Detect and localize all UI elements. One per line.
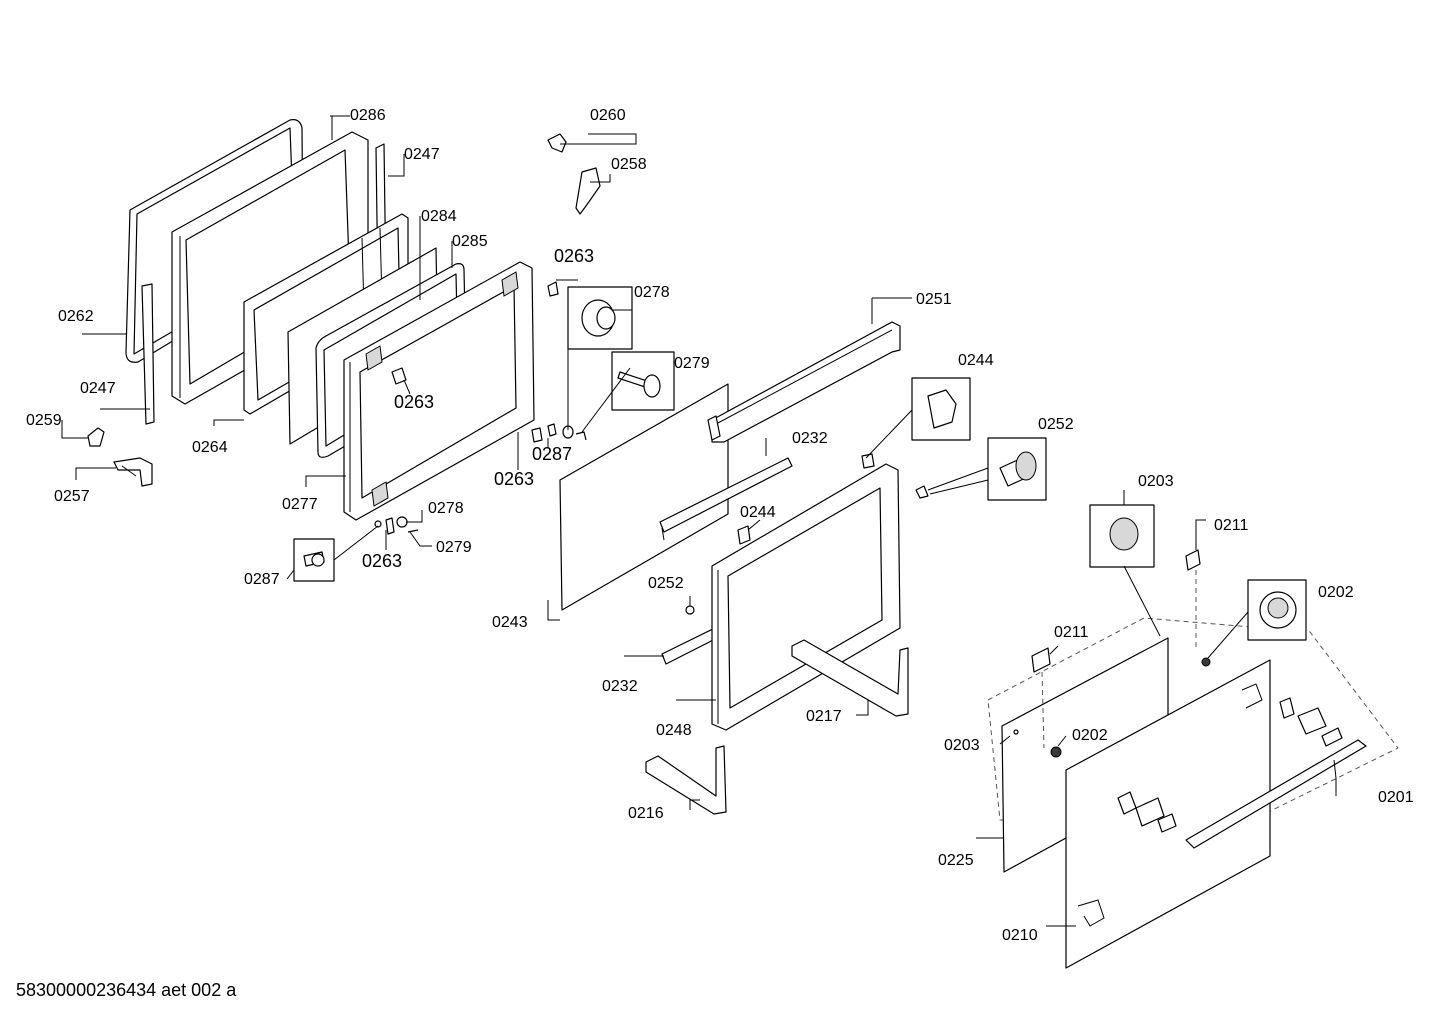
label-0277: 0277 — [282, 496, 318, 513]
label-0286: 0286 — [350, 107, 386, 124]
label-0202: 0202 — [1318, 584, 1354, 601]
part-0232-rail-upper — [659, 457, 793, 541]
label-0263: 0263 — [494, 469, 534, 489]
part-0202-knobs — [1013, 657, 1211, 758]
label-0259: 0259 — [26, 412, 62, 429]
label-0244: 0244 — [958, 352, 994, 369]
label-0217: 0217 — [806, 708, 842, 725]
part-0247-strip-bottom — [141, 283, 155, 425]
label-0232: 0232 — [602, 678, 638, 695]
part-0248-inner-door-frame — [711, 463, 901, 731]
label-0225: 0225 — [938, 852, 974, 869]
label-0263: 0263 — [554, 246, 594, 266]
label-0279: 0279 — [674, 355, 710, 372]
part-0244-clip-box — [911, 377, 971, 441]
label-0244: 0244 — [740, 504, 776, 521]
label-0287: 0287 — [532, 444, 572, 464]
part-0202-knob-box — [1247, 579, 1307, 641]
label-0263: 0263 — [394, 392, 434, 412]
label-0232: 0232 — [792, 430, 828, 447]
label-0252: 0252 — [648, 575, 684, 592]
leader-lines — [61, 115, 1337, 927]
label-0278: 0278 — [634, 284, 670, 301]
panel-dashed-outline — [987, 617, 1399, 827]
drawing-number: 58300000236434 aet 002 a — [16, 980, 237, 1000]
label-0248: 0248 — [656, 722, 692, 739]
label-0278: 0278 — [428, 500, 464, 517]
part-0259-clip — [87, 427, 105, 447]
part-0263-clips-center — [531, 281, 587, 443]
panel-dashed-guides — [1041, 570, 1197, 749]
label-0251: 0251 — [916, 291, 952, 308]
label-0252: 0252 — [1038, 416, 1074, 433]
label-0243: 0243 — [492, 614, 528, 631]
part-labels: 0286 0247 0284 0285 0262 0247 0259 0257 … — [26, 107, 1414, 944]
label-0279: 0279 — [436, 539, 472, 556]
part-0278-roller-box — [567, 286, 633, 350]
label-0263: 0263 — [362, 551, 402, 571]
part-door-front-frame — [343, 261, 535, 521]
label-0210: 0210 — [1002, 927, 1038, 944]
part-0251-top-profile — [707, 321, 901, 443]
part-0257-hinge — [113, 457, 153, 487]
part-0203-knob-box — [1089, 504, 1155, 568]
label-0264: 0264 — [192, 439, 228, 456]
label-0260: 0260 — [590, 107, 626, 124]
part-0287-screw-box — [293, 538, 335, 582]
part-0201-handle-bar — [1185, 739, 1367, 849]
part-0258-latch-arm — [575, 167, 601, 215]
label-0262: 0262 — [58, 308, 94, 325]
label-0203: 0203 — [944, 737, 980, 754]
label-0287: 0287 — [244, 571, 280, 588]
label-0211: 0211 — [1054, 624, 1089, 641]
label-0247: 0247 — [80, 380, 116, 397]
part-0217-hinge — [791, 639, 909, 717]
label-0284: 0284 — [421, 208, 457, 225]
part-0210-front-panel — [1065, 659, 1271, 969]
label-0203: 0203 — [1138, 473, 1174, 490]
part-0252-gear-box — [987, 437, 1047, 501]
label-0257: 0257 — [54, 488, 90, 505]
part-0260-latch — [547, 133, 567, 153]
part-0252-small-screws — [685, 485, 929, 615]
label-0202: 0202 — [1072, 727, 1108, 744]
part-0211-bracket — [1031, 549, 1201, 673]
label-0285: 0285 — [452, 233, 488, 250]
part-0243-outer-glass — [559, 383, 729, 611]
part-0263-small-screws — [374, 367, 419, 535]
part-0216-hinge — [645, 745, 727, 815]
part-0279-bolt-box — [611, 351, 675, 411]
label-0216: 0216 — [628, 805, 664, 822]
part-0244-clip-small — [737, 453, 875, 545]
label-0247: 0247 — [404, 146, 440, 163]
label-0211: 0211 — [1214, 517, 1249, 534]
label-0201: 0201 — [1378, 789, 1414, 806]
part-panel-buttons — [1117, 697, 1343, 833]
label-0258: 0258 — [611, 156, 647, 173]
